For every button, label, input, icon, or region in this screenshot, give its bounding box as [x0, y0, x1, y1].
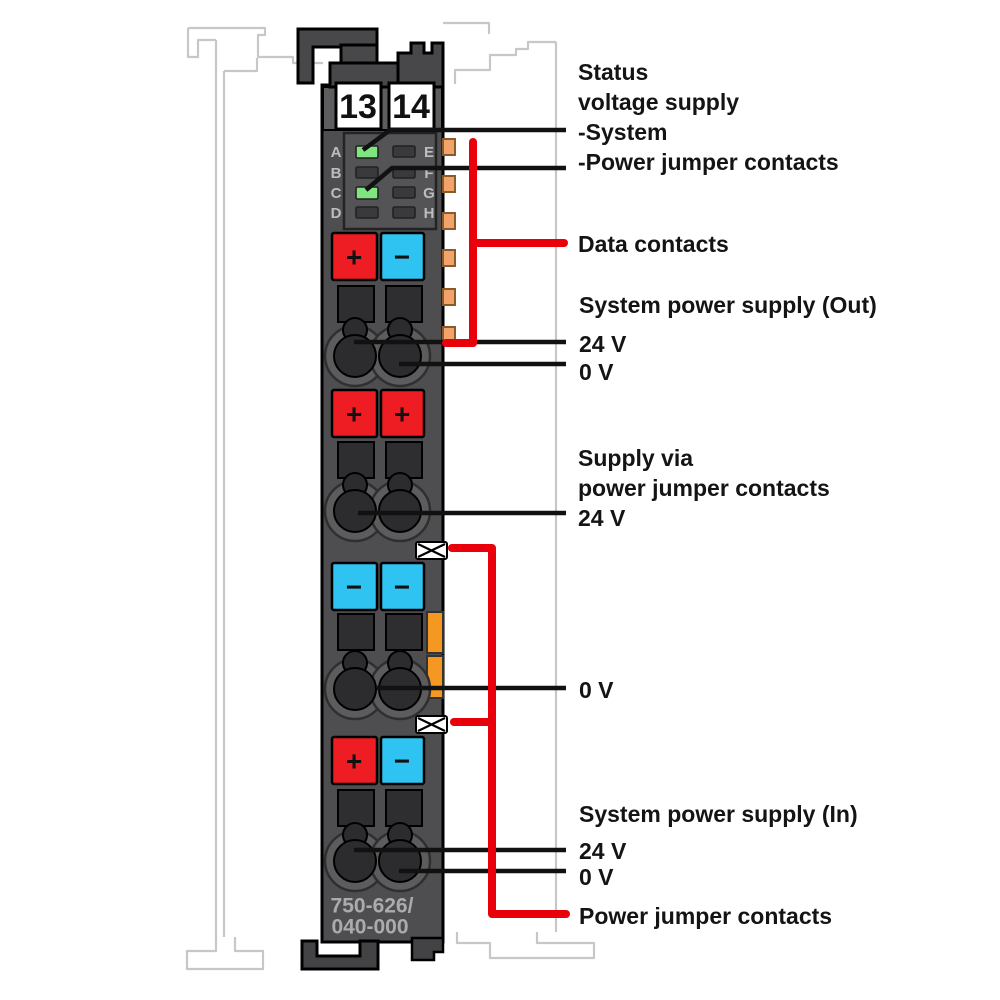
module-foot-tab: [410, 936, 445, 962]
polarity-plus-sign: +: [346, 242, 362, 273]
data-contact-pin: [442, 288, 456, 306]
polarity-minus-sign: −: [394, 746, 410, 777]
right-neighbor-foot-outline: [455, 932, 596, 960]
release-button-red: [330, 231, 379, 282]
callout-line-system-led: [361, 127, 566, 152]
release-button-blue: [379, 561, 426, 612]
data-contact-pin: [442, 175, 456, 193]
terminal-number-14: 14: [392, 88, 430, 126]
clamp-row-3: − −: [323, 561, 444, 721]
right-neighbor-head-outline: [453, 40, 556, 84]
head-teeth: [396, 41, 445, 89]
power-jumper-contact-symbol-bottom: [415, 715, 448, 734]
release-button-red: [379, 388, 426, 439]
power-jumper-contacts-label: Power jumper contacts: [579, 903, 833, 929]
led-letter-D: D: [331, 205, 342, 222]
data-contact-pin: [442, 249, 456, 267]
release-button-red: [330, 388, 379, 439]
terminal-number-13: 13: [339, 88, 377, 126]
wire-opening: [337, 789, 375, 827]
wire-opening: [337, 285, 375, 323]
power-jumper-bracket: [448, 544, 570, 918]
right-neighbor-top-outline: [443, 21, 491, 34]
release-button-red: [330, 735, 379, 786]
red-callout-brackets: [442, 138, 570, 918]
left-neighbor-head-outline: [188, 26, 323, 65]
wire-opening: [385, 441, 423, 479]
release-button-blue: [330, 561, 379, 612]
sys-out-title: System power supply (Out): [579, 292, 877, 318]
led-letter-C: C: [331, 185, 342, 202]
wire-opening: [385, 789, 423, 827]
led-letter-A: A: [331, 144, 342, 161]
head-hook: [296, 27, 379, 85]
status-line2: voltage supply: [578, 89, 740, 115]
neighbor-module-outlines: [185, 21, 596, 971]
data-contact-pin: [442, 212, 456, 230]
supply-via-line1: Supply via: [578, 445, 694, 471]
polarity-minus-sign: −: [394, 242, 410, 273]
led-D: [355, 206, 379, 219]
mid-0v-label: 0 V: [579, 677, 614, 703]
jumper-bowtie-icon: [417, 543, 446, 558]
led-letter-H: H: [424, 205, 435, 222]
sys-out-0v: 0 V: [579, 359, 614, 385]
module-head: [296, 27, 445, 89]
polarity-plus-sign: +: [394, 399, 410, 430]
left-neighbor-foot-outline: [185, 937, 265, 971]
clamp-port-inner: [333, 334, 377, 378]
led-letter-E: E: [424, 144, 434, 161]
release-button-blue: [379, 231, 426, 282]
led-B: [355, 166, 379, 179]
status-callout: Status voltage supply -System -Power jum…: [578, 57, 839, 177]
status-line3: -System: [578, 119, 668, 145]
power-jumper-contact-symbol-top: [415, 541, 448, 560]
clamp-port-inner: [378, 839, 422, 883]
clamp-port-inner: [333, 839, 377, 883]
callout-line-jumper-led: [364, 165, 566, 192]
sys-in-title: System power supply (In): [579, 801, 858, 827]
led-G: [392, 186, 416, 199]
left-neighbor-step-outline: [224, 58, 259, 73]
part-number-line2: 040-000: [331, 916, 408, 939]
polarity-plus-sign: +: [346, 746, 362, 777]
status-line1: Status: [578, 59, 649, 85]
supply-via-line2: power jumper contacts: [578, 475, 830, 501]
sys-in-24v: 24 V: [579, 838, 627, 864]
polarity-plus-sign: +: [346, 399, 362, 430]
wire-opening: [337, 441, 375, 479]
sys-out-24v: 24 V: [579, 331, 627, 357]
led-H: [392, 206, 416, 219]
part-number-line1: 750-626/: [331, 895, 414, 918]
sys-in-0v: 0 V: [579, 864, 614, 890]
status-line4: -Power jumper contacts: [578, 149, 839, 175]
polarity-minus-sign: −: [346, 572, 362, 603]
supply-via-callout: Supply via power jumper contacts 24 V: [578, 443, 830, 533]
led-letter-B: B: [331, 165, 342, 182]
clamp-port-inner: [378, 334, 422, 378]
wire-opening: [385, 613, 423, 651]
module-foot-latch: [300, 939, 380, 971]
terminal-plate-14: [387, 81, 436, 131]
data-contact-pin: [442, 138, 456, 156]
jumper-bowtie-icon: [417, 717, 446, 732]
release-button-blue: [379, 735, 426, 786]
led-letters: A B C D E F G H: [331, 144, 435, 222]
power-jumper-blade: [426, 611, 444, 654]
clamp-row-4: + −: [323, 735, 432, 893]
led-E: [392, 145, 416, 158]
data-contacts-label: Data contacts: [578, 231, 729, 257]
wire-opening: [385, 285, 423, 323]
clamp-port-inner: [333, 667, 377, 711]
polarity-minus-sign: −: [394, 572, 410, 603]
left-neighbor-hook-outline: [186, 28, 216, 59]
wire-opening: [337, 613, 375, 651]
led-letter-F: F: [424, 165, 433, 182]
supply-via-24v: 24 V: [578, 505, 626, 531]
terminal-plate-13: [334, 81, 383, 131]
led-letter-G: G: [423, 185, 435, 202]
